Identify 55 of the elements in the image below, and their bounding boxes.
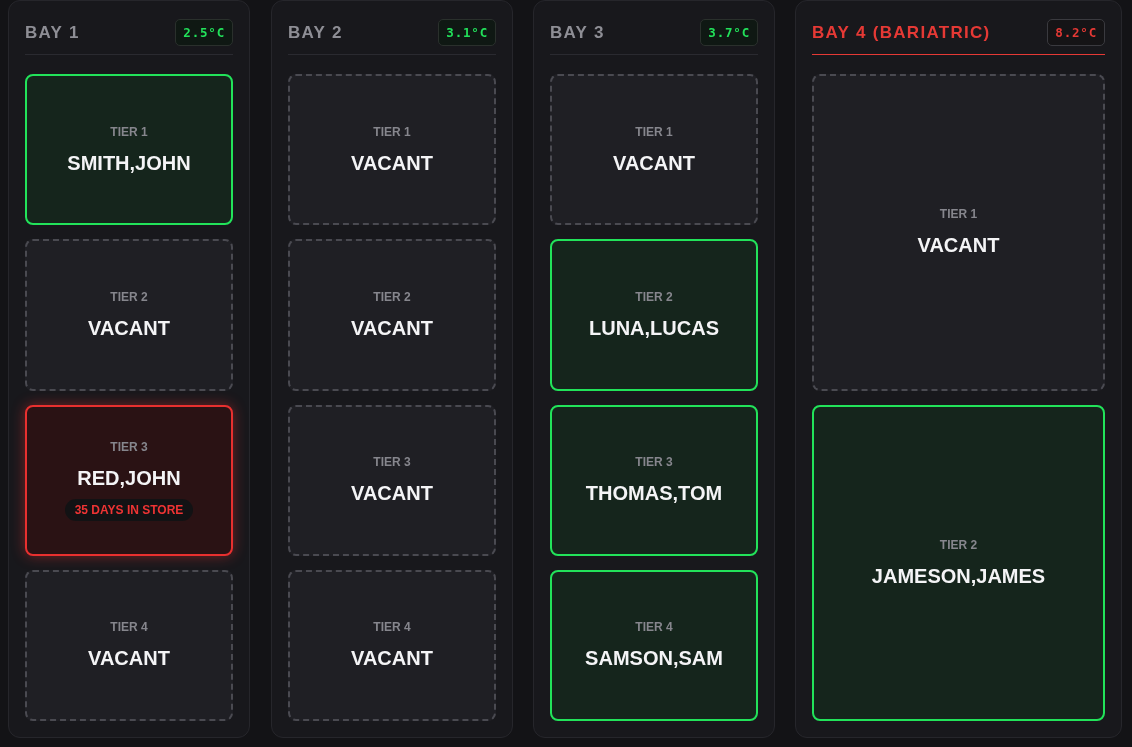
bay-title: BAY 2	[288, 22, 343, 43]
vacancy-label: VACANT	[351, 315, 433, 341]
vacancy-label: VACANT	[613, 150, 695, 176]
occupied-slot	[550, 239, 758, 391]
occupant-name: SAMSON,SAM	[585, 646, 723, 672]
tier-label: TIER 1	[939, 206, 978, 223]
vacant-slot	[288, 239, 496, 391]
tier-label: TIER 1	[635, 123, 673, 140]
bay-panel	[8, 0, 250, 738]
occupied-slot	[550, 404, 758, 556]
bay-title: BAY 3	[550, 22, 605, 43]
vacancy-label: VACANT	[88, 315, 170, 341]
tier-label: TIER 2	[373, 288, 411, 305]
vacancy-label: VACANT	[351, 481, 433, 507]
vacant-slot	[288, 404, 496, 556]
days-in-store-tag: 35 DAYS IN STORE	[64, 499, 194, 522]
temperature-badge: 2.5°C	[175, 19, 233, 46]
vacant-slot	[550, 74, 758, 226]
occupied-slot	[550, 569, 758, 721]
tier-label: TIER 3	[373, 454, 411, 471]
occupied-slot	[25, 74, 233, 226]
vacant-slot	[288, 74, 496, 226]
tier-label: TIER 1	[373, 123, 411, 140]
vacancy-label: VACANT	[351, 646, 433, 672]
bay-panel	[533, 0, 775, 738]
tier-label: TIER 4	[110, 619, 148, 636]
tier-label: TIER 2	[939, 536, 978, 553]
vacancy-label: VACANT	[917, 233, 1000, 259]
occupant-name: JAMESON,JAMES	[871, 563, 1046, 589]
bay-panel	[271, 0, 513, 738]
tier-label: TIER 3	[110, 439, 148, 456]
bay-panel	[795, 0, 1122, 738]
occupied-slot	[812, 404, 1105, 721]
vacant-slot	[25, 569, 233, 721]
bay-title: BAY 1	[25, 22, 80, 43]
occupant-name: LUNA,LUCAS	[589, 315, 719, 341]
vacancy-label: VACANT	[351, 150, 433, 176]
vacant-slot	[812, 74, 1105, 391]
tier-label: TIER 2	[635, 288, 673, 305]
occupant-name: THOMAS,TOM	[585, 481, 723, 507]
tier-label: TIER 3	[635, 454, 673, 471]
temperature-badge: 8.2°C	[1047, 19, 1105, 46]
vacancy-label: VACANT	[88, 646, 170, 672]
alert-slot	[25, 404, 233, 556]
tier-label: TIER 1	[110, 123, 148, 140]
tier-label: TIER 4	[373, 619, 411, 636]
vacant-slot	[25, 239, 233, 391]
tier-label: TIER 2	[110, 288, 148, 305]
temperature-badge: 3.1°C	[438, 19, 496, 46]
temperature-badge: 3.7°C	[700, 19, 758, 46]
occupant-name: SMITH,JOHN	[67, 150, 191, 176]
vacant-slot	[288, 569, 496, 721]
occupant-name: RED,JOHN	[77, 466, 181, 492]
tier-label: TIER 4	[635, 619, 673, 636]
bay-title: BAY 4 (BARIATRIC)	[812, 22, 991, 43]
